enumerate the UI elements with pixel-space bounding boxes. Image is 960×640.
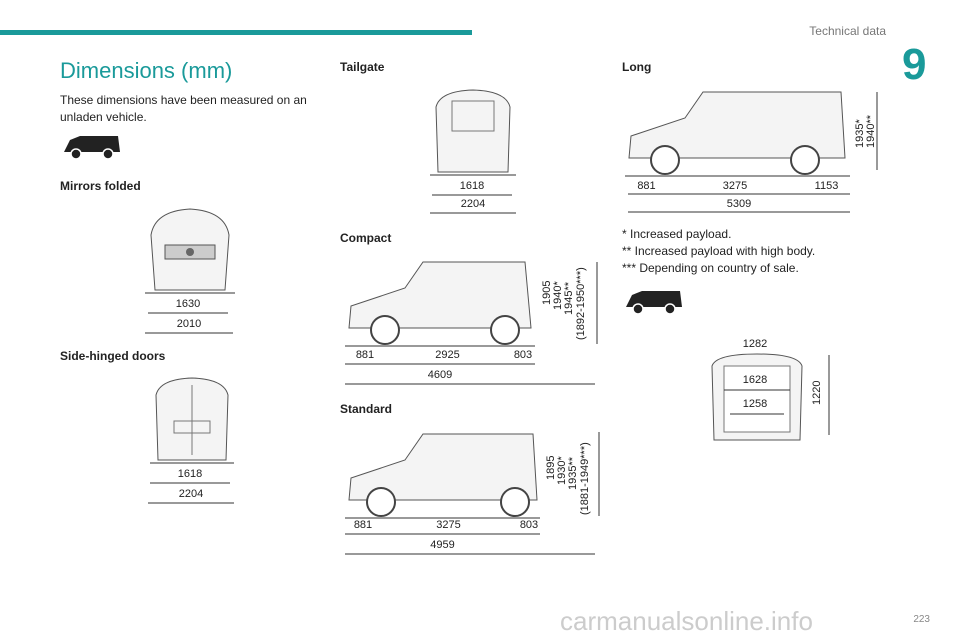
standard-height-4: (1881-1949***) [579,442,591,515]
compact-front-overhang: 881 [355,349,375,361]
compact-rear-overhang: 803 [513,349,533,361]
standard-rear-overhang: 803 [519,519,539,531]
standard-front-overhang: 881 [353,519,373,531]
long-wheelbase: 3275 [722,180,748,192]
van-rear-side-doors-drawing [150,377,234,464]
standard-height-3: 1935** [567,456,579,490]
van-compact-side-drawing [345,261,535,347]
page-title: Dimensions (mm) [60,58,233,83]
cargo-between-arches: 1258 [742,398,768,410]
long-heading: Long [622,60,652,74]
side-width-total: 2204 [178,488,204,500]
cargo-height: 1220 [811,380,823,405]
long-front-overhang: 881 [637,180,656,192]
watermark: carmanualsonline.info [560,606,813,636]
note-2: ** Increased payload with high body. [622,244,816,258]
van-standard-side-drawing [345,433,540,519]
chapter-number: 9 [902,40,927,89]
mirrors-heading: Mirrors folded [60,179,141,193]
standard-length: 4959 [430,539,455,551]
compact-length: 4609 [427,369,453,381]
note-1: * Increased payload. [622,227,732,241]
side-width: 1618 [177,468,203,480]
note-3: *** Depending on country of sale. [622,261,799,275]
van-rear-tailgate-drawing [430,89,516,176]
compact-heading: Compact [340,231,392,245]
tailgate-heading: Tailgate [340,60,385,74]
cargo-top-width: 1282 [742,338,768,350]
cargo-opening-drawing [711,353,803,441]
tailgate-width-total: 2204 [460,198,486,210]
compact-height-4: (1892-1950***) [575,267,587,340]
long-length: 5309 [726,198,752,210]
standard-heading: Standard [340,402,393,416]
intro-text: These dimensions have been measured on a… [60,93,307,124]
van-icon-cargo [626,291,682,315]
van-icon [64,136,120,160]
mirrors-width-total: 2010 [176,318,202,330]
section-title: Technical data [809,24,886,38]
compact-height-3: 1945** [563,281,575,315]
compact-wheelbase: 2925 [435,349,460,361]
cargo-max-width: 1628 [742,374,768,386]
standard-wheelbase: 3275 [436,519,461,531]
van-front-drawing [145,208,235,294]
long-rear-overhang: 1153 [814,180,839,192]
header-bar [0,30,472,35]
tailgate-width: 1618 [459,180,485,192]
side-heading: Side-hinged doors [60,349,166,363]
page-number: 223 [913,614,930,625]
mirrors-width-folded: 1630 [175,298,201,310]
van-long-side-drawing [625,91,850,177]
